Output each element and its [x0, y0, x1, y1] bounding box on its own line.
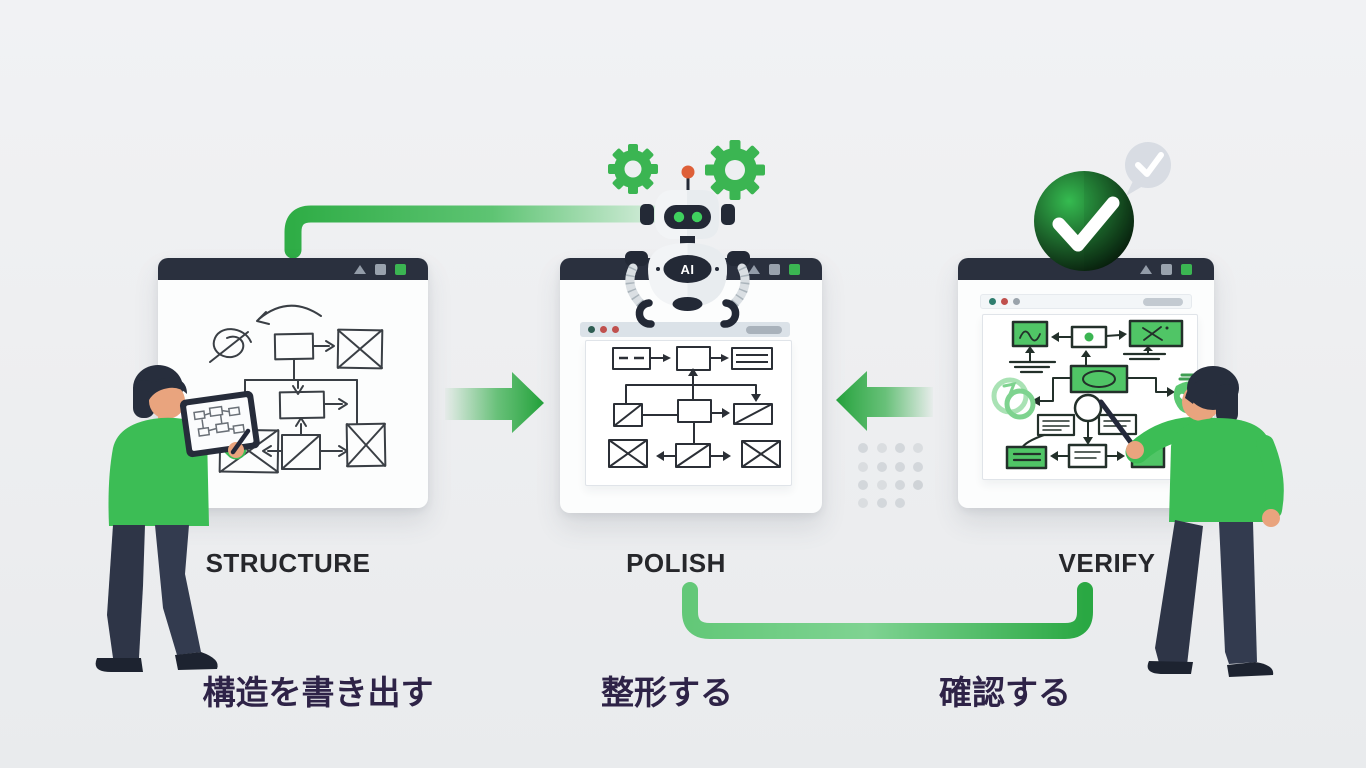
triangle-icon: [748, 264, 760, 274]
flow-arrow-left: [836, 371, 933, 431]
gear-icon: [705, 140, 765, 200]
dot-grid: [858, 443, 923, 508]
green-square-icon: [789, 263, 800, 275]
gear-icon: [608, 144, 658, 194]
verify-annotated-flowchart: [991, 319, 1207, 470]
pipe-connector-top: [284, 205, 664, 259]
address-bar: [746, 325, 782, 334]
step-label-polish: POLISH: [626, 548, 726, 578]
square-icon: [1161, 263, 1172, 275]
robot-eye: [691, 211, 703, 223]
triangle-icon: [354, 264, 366, 274]
refresh-loop-icon: [991, 377, 1036, 420]
polish-clean-flowchart: [608, 346, 781, 468]
triangle-icon: [1140, 264, 1152, 274]
caption-polish-ja: 整形する: [601, 673, 733, 712]
window-dot-icon: [1013, 298, 1020, 305]
polish-window: [560, 258, 822, 513]
person-pants: [1155, 520, 1203, 665]
caption-verify-ja: 確認する: [939, 673, 1071, 712]
robot-eye: [673, 211, 685, 223]
person-shoe: [95, 658, 143, 672]
step-label-structure: STRUCTURE: [205, 548, 371, 578]
window-dot-icon: [989, 298, 996, 305]
address-bar: [1143, 297, 1183, 306]
green-square-icon: [1181, 263, 1192, 275]
step-label-verify: VERIFY: [1058, 548, 1156, 578]
green-square-icon: [395, 263, 406, 275]
check-bubble-icon: [1125, 142, 1171, 196]
check-badge-icon: [1173, 373, 1207, 414]
window-dot-icon: [600, 326, 607, 333]
browser-toolbar: [980, 294, 1192, 309]
verify-window: [958, 258, 1214, 508]
window-dot-icon: [1001, 298, 1008, 305]
square-icon: [769, 263, 780, 275]
person-shoe: [1227, 662, 1274, 677]
window-dot-icon: [588, 326, 595, 333]
flow-arrow-right: [445, 372, 544, 433]
structure-window: [158, 258, 428, 508]
caption-structure-ja: 構造を書き出す: [202, 673, 434, 712]
pipe-connector-bottom: [682, 582, 1093, 639]
window-dot-icon: [612, 326, 619, 333]
window-titlebar: [158, 258, 428, 280]
person-pants: [107, 525, 145, 658]
square-icon: [375, 263, 386, 275]
check-circle-icon: [1034, 171, 1134, 271]
person-hand: [1262, 509, 1280, 527]
structure-sketch-flowchart: [209, 304, 387, 474]
robot-visor: [664, 205, 711, 229]
